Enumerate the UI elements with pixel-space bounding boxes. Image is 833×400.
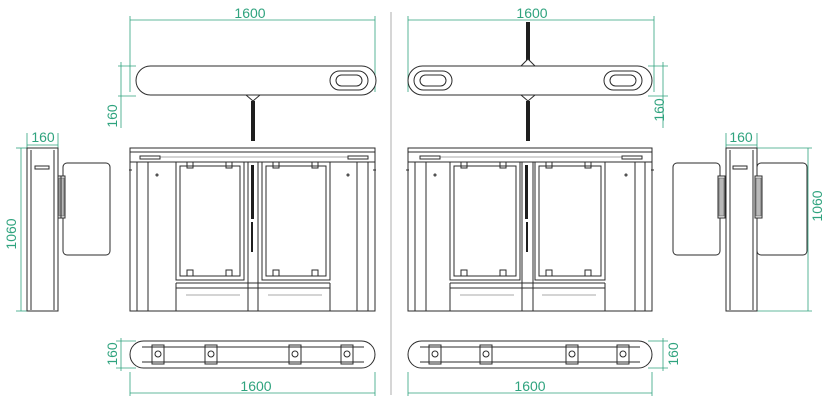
bottom-left-width-label: 1600 — [240, 378, 271, 394]
bottom-right-height-label: 160 — [665, 342, 681, 366]
front-elevation-right — [406, 147, 654, 312]
bottom-right-width-label: 1600 — [514, 378, 545, 394]
top-right-width-label: 1600 — [516, 5, 547, 21]
bottom-right-base-plan: 160 1600 — [407, 338, 681, 396]
right-side-width-label: 160 — [729, 129, 753, 145]
left-side-view: 160 1060 — [3, 129, 111, 312]
left-side-height-label: 1060 — [3, 218, 19, 249]
right-side-height-label: 1060 — [809, 190, 825, 221]
bottom-left-base-plan: 160 1600 — [104, 338, 376, 396]
bottom-left-height-label: 160 — [104, 342, 120, 366]
top-left-width-label: 1600 — [234, 5, 265, 21]
left-side-width-label: 160 — [31, 129, 55, 145]
top-right-plan-view: 1600 160 — [407, 5, 668, 141]
top-left-plan-view: 1600 160 — [104, 5, 377, 141]
right-side-view: 160 1060 — [672, 129, 825, 312]
top-right-height-label: 160 — [651, 98, 667, 122]
top-left-height-label: 160 — [104, 104, 120, 128]
front-elevation-left — [129, 147, 376, 312]
